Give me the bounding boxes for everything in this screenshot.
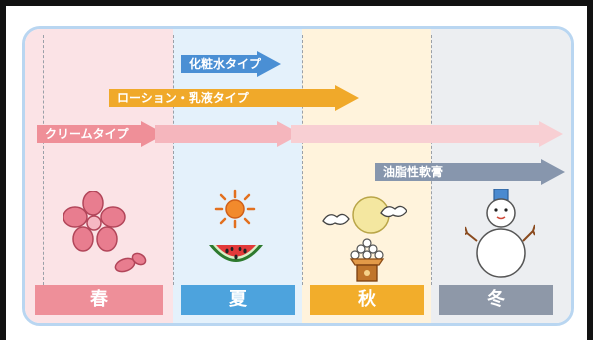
season-label-summer-text: 夏 xyxy=(229,289,247,310)
spring-column xyxy=(25,29,173,323)
season-label-summer-bg xyxy=(181,285,295,315)
arrow-keshousui: 化粧水タイプ xyxy=(181,51,281,77)
season-label-winter: 冬 xyxy=(439,285,553,315)
arrow-cream-extension-2 xyxy=(291,121,563,147)
watermelon-icon xyxy=(209,245,263,262)
arrow-cream: クリームタイプ xyxy=(37,121,165,147)
divider-line xyxy=(431,35,432,285)
arrow-lotion-shape xyxy=(109,85,359,111)
arrow-ointment: 油脂性軟膏 xyxy=(375,159,565,185)
snowman-icon xyxy=(465,189,535,278)
arrow-cream-extension-1 xyxy=(155,121,301,147)
season-label-summer: 夏 xyxy=(181,285,295,315)
season-label-autumn-text: 秋 xyxy=(358,289,376,310)
arrow-ointment-shape xyxy=(375,159,565,185)
season-label-winter-bg xyxy=(439,285,553,315)
divider-line xyxy=(302,35,303,285)
summer-column xyxy=(173,29,302,323)
arrow-ointment-label: 油脂性軟膏 xyxy=(383,165,444,179)
arrow-cream-label: クリームタイプ xyxy=(45,127,129,141)
moon-viewing-icon xyxy=(322,196,407,282)
arrow-lotion-label: ローション・乳液タイプ xyxy=(117,91,249,105)
season-label-spring-bg xyxy=(35,285,163,315)
season-label-autumn: 秋 xyxy=(310,285,424,315)
arrow-lotion: ローション・乳液タイプ xyxy=(109,85,359,111)
arrow-keshousui-shape xyxy=(181,51,281,77)
season-label-spring-text: 春 xyxy=(90,289,108,310)
divider-line xyxy=(173,35,174,285)
season-label-spring: 春 xyxy=(35,285,163,315)
arrow-keshousui-label: 化粧水タイプ xyxy=(189,57,262,71)
skincare-season-diagram: 化粧水タイプ ローション・乳液タイプ クリームタイプ 油脂性軟膏 xyxy=(22,26,574,326)
season-label-winter-text: 冬 xyxy=(487,289,505,310)
arrow-cream-shape xyxy=(37,121,165,147)
divider-line xyxy=(43,35,44,285)
season-label-autumn-bg xyxy=(310,285,424,315)
sun-icon xyxy=(214,189,256,229)
sakura-icon xyxy=(63,191,147,273)
